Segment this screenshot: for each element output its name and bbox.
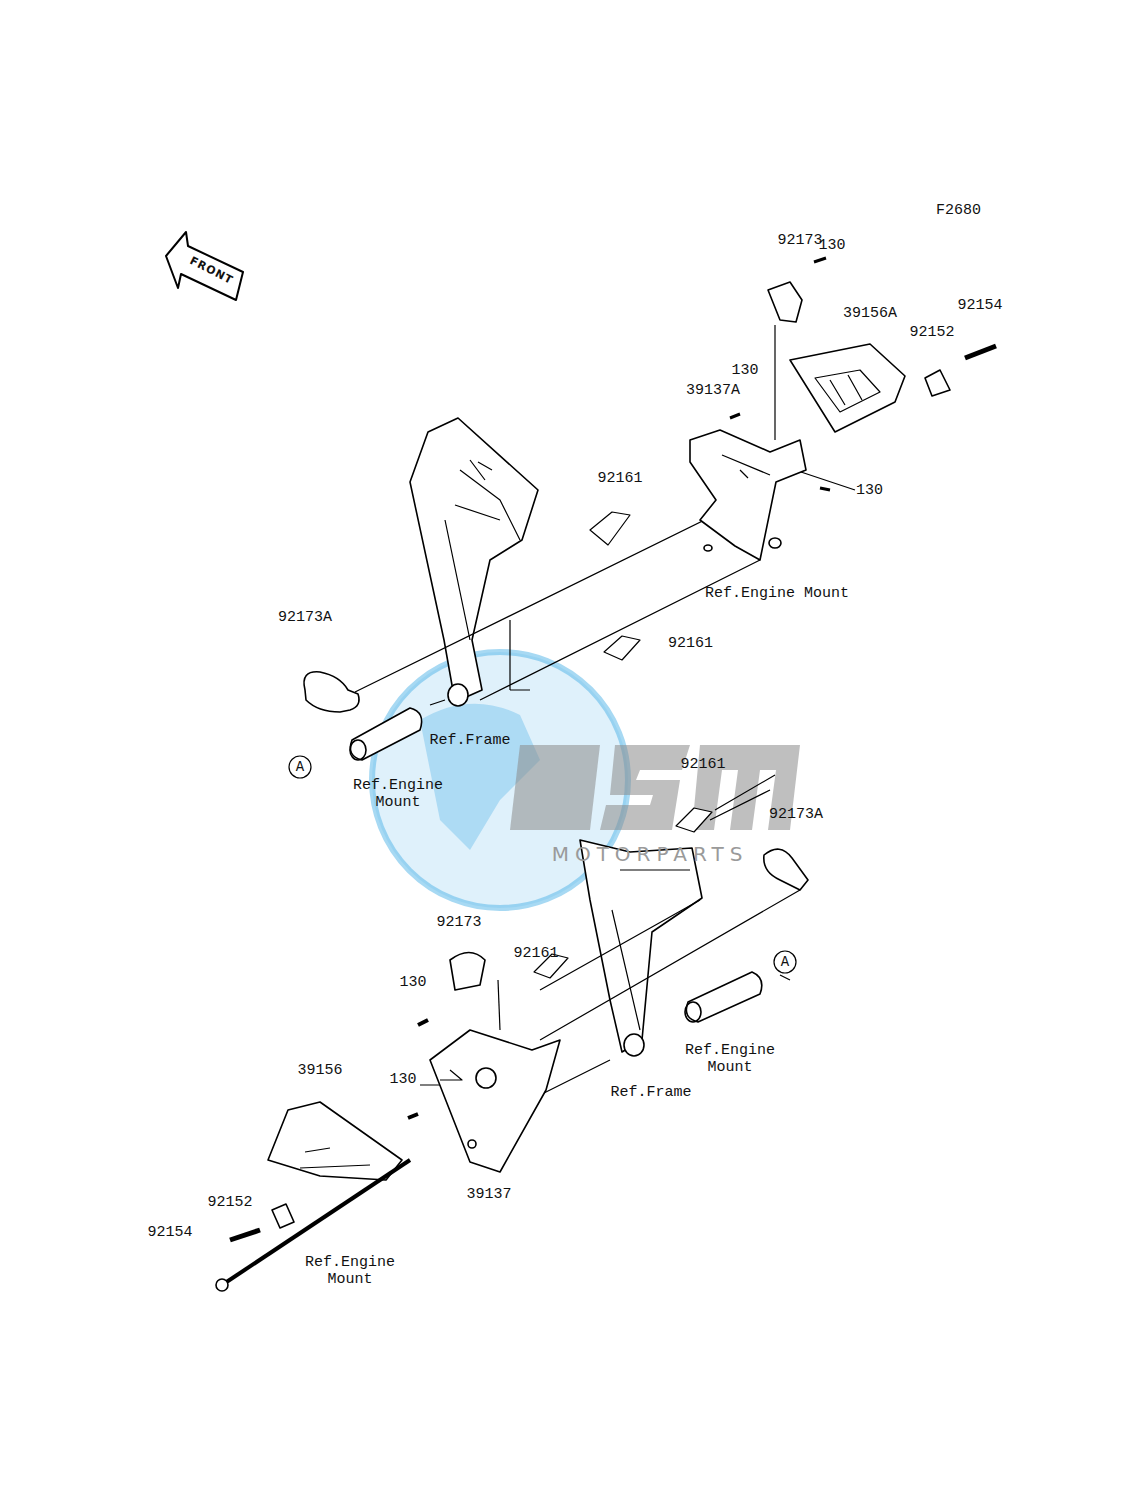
callout-number: 92173 [436,914,481,931]
spacer-lower [686,972,761,1022]
callout-number: 39156A [843,305,897,322]
frame-lower [580,840,702,1052]
watermark-text: MOTORPARTS [552,846,749,863]
reference-circle: A [288,755,312,779]
callout-number: Ref.Engine Mount [348,777,448,811]
clip-upper [304,672,359,712]
callout-number: 92173A [278,609,332,626]
callout-number: 39156 [297,1062,342,1079]
callout-number: 92161 [597,470,642,487]
callout-number: 92161 [513,945,558,962]
callout-number: Ref.Engine Mount [680,1042,780,1076]
callout-number: 92161 [668,635,713,652]
callout-number: 92173A [769,806,823,823]
callout-number: 130 [399,974,426,991]
callout-number: 39137 [466,1186,511,1203]
callout-number: 130 [731,362,758,379]
callout-number: Ref.Frame [429,732,510,749]
spacer-upper [350,708,421,760]
callout-number: F2680 [936,202,981,219]
reference-circle: A [773,950,797,974]
callout-number: 92152 [909,324,954,341]
clip-small-upper [768,282,802,322]
callout-number: 130 [856,482,883,499]
front-arrow [166,232,243,300]
callout-number: Ref.Engine Mount [300,1254,400,1288]
callout-number: 92154 [147,1224,192,1241]
callout-number: 130 [389,1071,416,1088]
callout-number: 92161 [680,756,725,773]
slider-lower [268,1102,402,1180]
reference-letter: A [296,759,304,775]
clip-lower [764,849,808,890]
callout-number: 39137A [686,382,740,399]
clip-small-lower [450,953,485,991]
callout-number: 92154 [957,297,1002,314]
reference-letter: A [781,954,789,970]
callout-number: 92173 [777,232,822,249]
callout-number: 130 [818,237,845,254]
bracket-lower [430,1030,560,1172]
slider-upper [790,344,905,432]
frame-upper [410,418,538,702]
callout-number: Ref.Frame [610,1084,691,1101]
bracket-upper [690,430,806,560]
callout-number: 92152 [207,1194,252,1211]
callout-number: Ref.Engine Mount [705,585,849,602]
